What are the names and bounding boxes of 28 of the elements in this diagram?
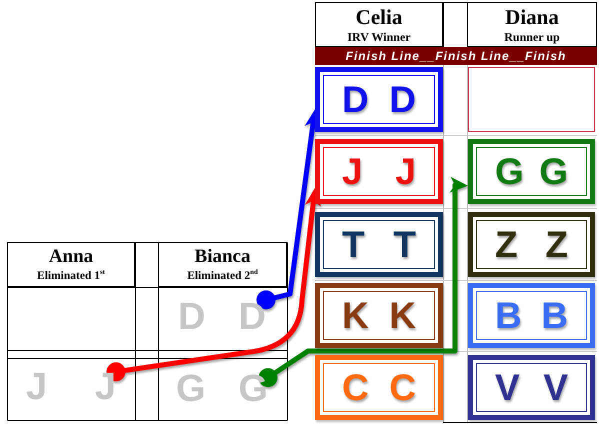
ballot-card: K K bbox=[315, 283, 443, 348]
ballot-letters: D D bbox=[178, 298, 266, 336]
empty-ballot-slot bbox=[468, 67, 595, 132]
status-label: Runner up bbox=[504, 30, 560, 44]
ballot-letters: J J bbox=[26, 368, 116, 406]
candidate-name: Celia bbox=[356, 6, 402, 28]
status-label: Eliminated 2$^{nd}$ bbox=[187, 270, 258, 282]
column-header bbox=[158, 242, 287, 287]
ballot-card: B B bbox=[468, 283, 595, 348]
ballot-card: D D bbox=[315, 67, 443, 132]
ballot-card: G G bbox=[468, 139, 595, 204]
candidate-name: Diana bbox=[505, 6, 559, 28]
ballot-card: V V bbox=[468, 355, 595, 420]
status-label: Eliminated 1$^{st}$ bbox=[37, 270, 105, 282]
status-label: IRV Winner bbox=[347, 30, 411, 44]
ballot-card: J J bbox=[315, 139, 443, 204]
candidate-name: Bianca bbox=[194, 247, 250, 267]
candidate-name: Anna bbox=[48, 247, 94, 267]
ballot-card: Z Z bbox=[468, 212, 595, 277]
ballot-card: T T bbox=[315, 212, 443, 277]
column-header bbox=[467, 2, 597, 47]
arrow bbox=[106, 188, 321, 382]
arrow bbox=[258, 176, 468, 388]
column-header bbox=[315, 2, 443, 47]
finish-line-banner: Finish Line__Finish Line__Finish bbox=[315, 47, 597, 65]
ballot-card: C C bbox=[315, 355, 443, 420]
ballot-letters: G G bbox=[176, 370, 268, 408]
column-header bbox=[7, 242, 135, 287]
